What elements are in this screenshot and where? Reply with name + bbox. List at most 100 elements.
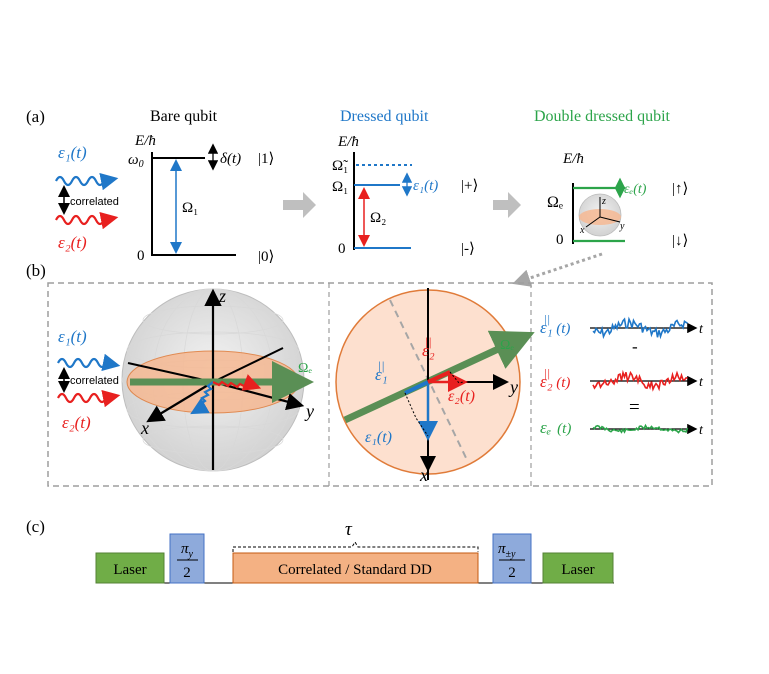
- eps1-disk-label: ε₁(t): [365, 429, 392, 446]
- eps-e-level-label: εₑ(t): [624, 182, 647, 197]
- eps2-parallel-component: [427, 370, 451, 384]
- trace1-label: ε₁||(t): [540, 312, 570, 337]
- sphere-x-axis-back: [212, 347, 284, 383]
- pi-y-den: 2: [183, 565, 191, 581]
- sphere-x-label: x: [140, 418, 149, 438]
- eps2-par-label: ε₂||: [422, 334, 435, 360]
- minus-sign: -: [632, 337, 638, 356]
- trace2-t: t: [699, 375, 704, 390]
- pi-pmy-num: π±y: [498, 541, 516, 560]
- red-wave-a: [55, 211, 119, 230]
- delta-label: δ(t): [220, 151, 241, 167]
- laser-pulse-right: [542, 552, 614, 584]
- eps1-parallel-component: [404, 380, 429, 395]
- sphere-y-label: y: [304, 401, 314, 421]
- ket-down-label: |↓⟩: [672, 233, 688, 249]
- dressed-qubit-diagram: Dressed qubit E/ħ Ω̃₁ Ω₁ 0 ε₁(t) |+⟩ |-⟩…: [332, 108, 478, 257]
- mini-x-label: x: [579, 225, 585, 236]
- dressed-axis-label: E/ħ: [337, 134, 359, 150]
- mini-y-axis: [599, 216, 621, 223]
- eps2-label-a: ε₂(t): [58, 233, 87, 252]
- panel-b-label: (b): [26, 261, 46, 280]
- omega-e-label-disk: Ωₑ: [500, 338, 514, 353]
- eps2-projection-dots: [449, 371, 464, 384]
- gray-arrow-1: [283, 192, 316, 218]
- bare-qubit-diagram: Bare qubit E/ħ ω0 0 δ(t) |1⟩ |0⟩ Ω₁: [128, 108, 274, 265]
- sphere-z-label: z: [218, 286, 226, 306]
- double-zero-label: 0: [556, 232, 564, 248]
- noise-sources-a: ε₁(t) correlated ε₂(t): [55, 143, 119, 252]
- bloch-sphere-group: z x y Ωₑ: [121, 286, 314, 472]
- ket-plus-label: |+⟩: [461, 178, 478, 194]
- double-axis-label: E/ħ: [562, 151, 584, 167]
- omega0-label: ω0: [128, 152, 144, 170]
- trace3-signal: [592, 423, 689, 434]
- trace2-label: ε₂||(t): [540, 366, 570, 391]
- bare-axis-label: E/ħ: [134, 133, 156, 149]
- eps2-disk-label: ε₂(t): [448, 388, 475, 405]
- omega1-label-bare: Ω₁: [182, 200, 198, 216]
- laser-left-label: Laser: [113, 562, 146, 578]
- omega-e-label-a: Ωₑ: [547, 194, 563, 211]
- dressed-zero-label: 0: [338, 241, 346, 257]
- ket0-label: |0⟩: [258, 249, 274, 265]
- red-wave-b: [57, 389, 121, 408]
- correlated-label-b: correlated: [70, 375, 119, 387]
- trace1-t: t: [699, 322, 704, 337]
- blue-wave-a: [55, 172, 119, 191]
- blue-noise-vector-sphere: [190, 381, 214, 415]
- correlated-label-a: correlated: [70, 196, 119, 208]
- bare-zero-label: 0: [137, 248, 145, 264]
- ket1-label: |1⟩: [258, 151, 274, 167]
- tau-bracket: [232, 541, 479, 552]
- omega1-tilde-label: Ω̃₁: [332, 158, 348, 174]
- zoom-arrow: [512, 252, 603, 287]
- gray-arrow-2: [493, 192, 521, 218]
- ket-minus-label: |-⟩: [461, 241, 475, 257]
- eps1-label-a: ε₁(t): [58, 143, 87, 162]
- ket-up-label: |↑⟩: [672, 181, 688, 197]
- dd-block: [232, 552, 479, 584]
- dd-label: Correlated / Standard DD: [278, 562, 432, 578]
- trace3-t: t: [699, 423, 704, 438]
- noise-sources-b: ε₁(t) correlated ε₂(t): [57, 327, 121, 432]
- tau-label: τ: [345, 519, 353, 540]
- pi-pmy-pulse: [492, 533, 532, 584]
- pi-y-pulse: [169, 533, 205, 584]
- panel-b-frame: [47, 282, 713, 487]
- omega1-label-dressed: Ω₁: [332, 179, 348, 195]
- dressed-qubit-title: Dressed qubit: [340, 108, 429, 125]
- disk-x-label: x: [419, 465, 428, 485]
- pulse-sequence: τ Laser πy 2 Correlated / Standard DD π±…: [95, 519, 614, 584]
- trace3-label: εₑ(t): [540, 418, 571, 437]
- red-noise-vector-sphere: [212, 374, 262, 391]
- eps1-label-b: ε₁(t): [58, 327, 87, 346]
- panel-a-label: (a): [26, 107, 45, 126]
- equals-sign: =: [629, 397, 640, 418]
- eps1-projection-dots: [404, 392, 429, 437]
- pi-pmy-den: 2: [508, 565, 516, 581]
- eps1-par-label: ε₁||: [375, 358, 388, 384]
- pi-y-num: πy: [181, 541, 194, 560]
- double-dressed-qubit-diagram: Double dressed qubit E/ħ Ωₑ 0 εₑ(t) |↑⟩ …: [534, 108, 688, 249]
- mini-z-label: z: [601, 196, 606, 207]
- disk-y-label: y: [508, 377, 518, 397]
- blue-wave-b: [57, 353, 121, 372]
- panel-c-label: (c): [26, 517, 45, 536]
- mini-x-axis: [585, 216, 601, 228]
- noise-traces-group: ε₁||(t) t - ε₂||(t) t = εₑ(t) t: [540, 312, 704, 438]
- eps2-label-b: ε₂(t): [62, 413, 91, 432]
- laser-right-label: Laser: [561, 562, 594, 578]
- omega2-label: Ω₂: [370, 210, 386, 226]
- disk-projection-group: ε₁|| ε₂|| ε₂(t) ε₁(t) y x Ωₑ: [335, 288, 535, 485]
- sphere-x-axis: [146, 381, 214, 423]
- omega-e-label-sphere: Ωₑ: [298, 361, 312, 376]
- eps1-level-label: ε₁(t): [413, 178, 438, 194]
- mini-y-label: y: [619, 221, 625, 232]
- laser-pulse-left: [95, 552, 165, 584]
- double-dressed-title: Double dressed qubit: [534, 108, 671, 125]
- trace1-signal: [592, 316, 688, 340]
- bare-qubit-title: Bare qubit: [150, 108, 218, 125]
- trace2-signal: [592, 369, 688, 392]
